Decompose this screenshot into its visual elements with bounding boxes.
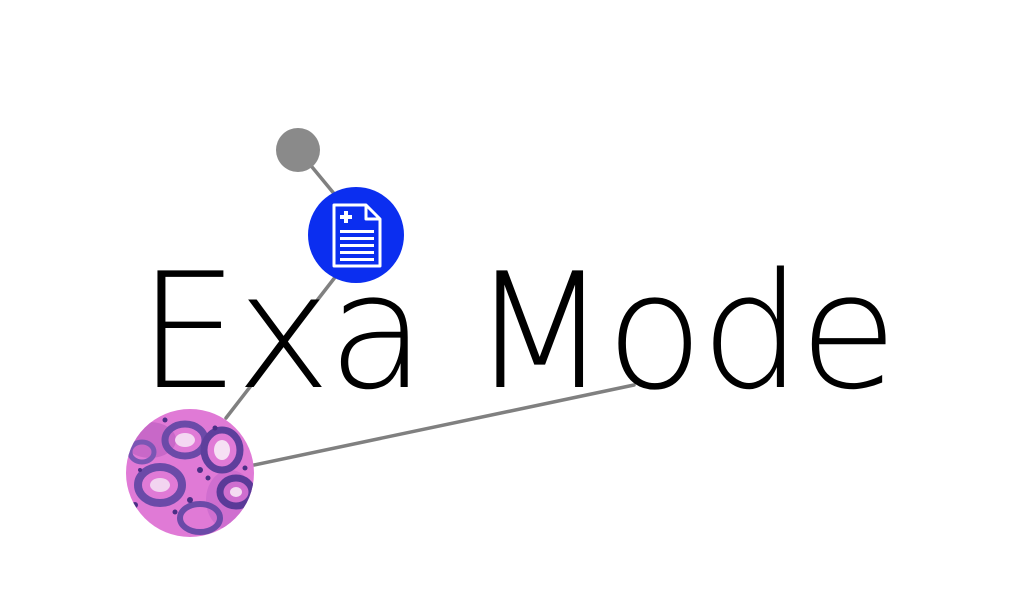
connector-line-long <box>252 383 636 467</box>
medical-document-icon <box>308 187 404 283</box>
tissue-histology-icon <box>126 409 254 537</box>
connector-line-middle <box>224 274 338 420</box>
logo-wordmark: Exa Mode <box>138 238 898 425</box>
gray-node <box>276 128 320 172</box>
